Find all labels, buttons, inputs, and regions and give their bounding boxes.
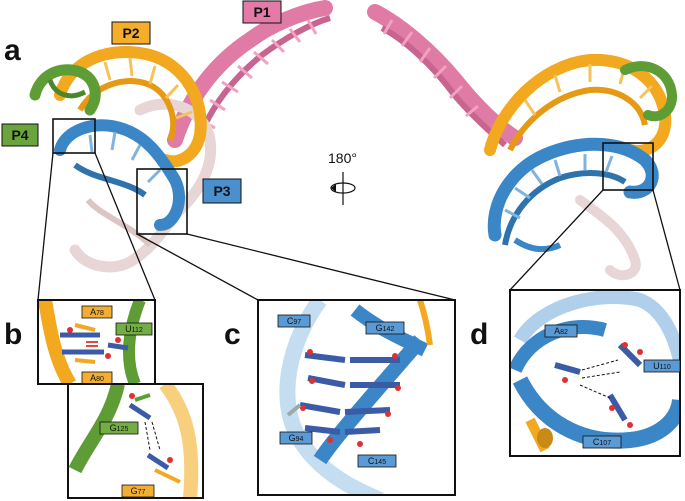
core-right: [575, 195, 641, 281]
res-label-b-g125: G125: [99, 421, 139, 435]
panel-letter-b: b: [4, 318, 22, 351]
structure-left: [29, 0, 333, 273]
svg-text:G94: G94: [289, 433, 304, 443]
p3-domain-left: [54, 119, 185, 231]
domain-tag-p4: P4: [1, 123, 39, 147]
domain-tag-p3: P3: [202, 178, 242, 204]
svg-text:U112: U112: [125, 324, 143, 334]
panel-letter-c: c: [224, 318, 241, 351]
p3-domain-right: [487, 137, 659, 253]
svg-text:A82: A82: [554, 326, 568, 336]
p4-domain-right: [620, 61, 677, 122]
svg-text:U110: U110: [653, 361, 671, 371]
structure-right: [367, 4, 677, 281]
res-label-b-a78: A78: [81, 305, 113, 319]
zoom-connectors: [37, 152, 681, 301]
svg-text:P4: P4: [11, 127, 28, 143]
res-label-c-c145: C145: [357, 454, 397, 468]
svg-text:P2: P2: [122, 25, 139, 41]
svg-text:G77: G77: [131, 486, 146, 496]
rotate-arrow-icon: [331, 184, 336, 192]
domain-tag-p1: P1: [242, 0, 282, 24]
res-label-b-u112: U112: [115, 322, 153, 336]
panel-b-top: A78 U112 A80: [37, 299, 156, 385]
svg-text:C97: C97: [287, 316, 301, 326]
res-label-d-u110: U110: [643, 359, 681, 373]
res-label-d-a82: A82: [544, 324, 578, 338]
zoom-box-b: [52, 118, 96, 154]
res-label-b-g77: G77: [121, 484, 155, 498]
domain-tag-p2: P2: [111, 21, 151, 45]
svg-text:A78: A78: [90, 307, 104, 317]
res-label-c-g94: G94: [279, 431, 313, 445]
p2-domain-right: [484, 53, 672, 157]
res-label-c-g142: G142: [365, 321, 405, 335]
svg-text:P1: P1: [253, 4, 270, 20]
rotation-label: 180°: [328, 150, 357, 166]
panel-d: A82 U110 C107: [509, 289, 681, 457]
panel-c: C97 G142 G94 C145: [257, 299, 456, 496]
zoom-box-c: [136, 168, 188, 235]
zoom-box-d: [602, 142, 654, 191]
panel-letter-d: d: [470, 318, 488, 351]
svg-text:P3: P3: [213, 183, 230, 199]
res-label-b-a80: A80: [81, 371, 113, 385]
panel-b-bottom: G125 G77: [67, 383, 204, 499]
res-label-c-c97: C97: [277, 314, 311, 328]
res-label-d-c107: C107: [582, 435, 622, 449]
svg-text:A80: A80: [90, 373, 104, 383]
panel-letter-a: a: [4, 34, 21, 67]
svg-text:G142: G142: [376, 323, 395, 333]
svg-text:C145: C145: [368, 456, 386, 466]
svg-text:G125: G125: [110, 423, 129, 433]
svg-text:C107: C107: [593, 437, 611, 447]
p4-domain-left: [29, 64, 101, 116]
rotation-indicator: 180°: [328, 150, 357, 205]
